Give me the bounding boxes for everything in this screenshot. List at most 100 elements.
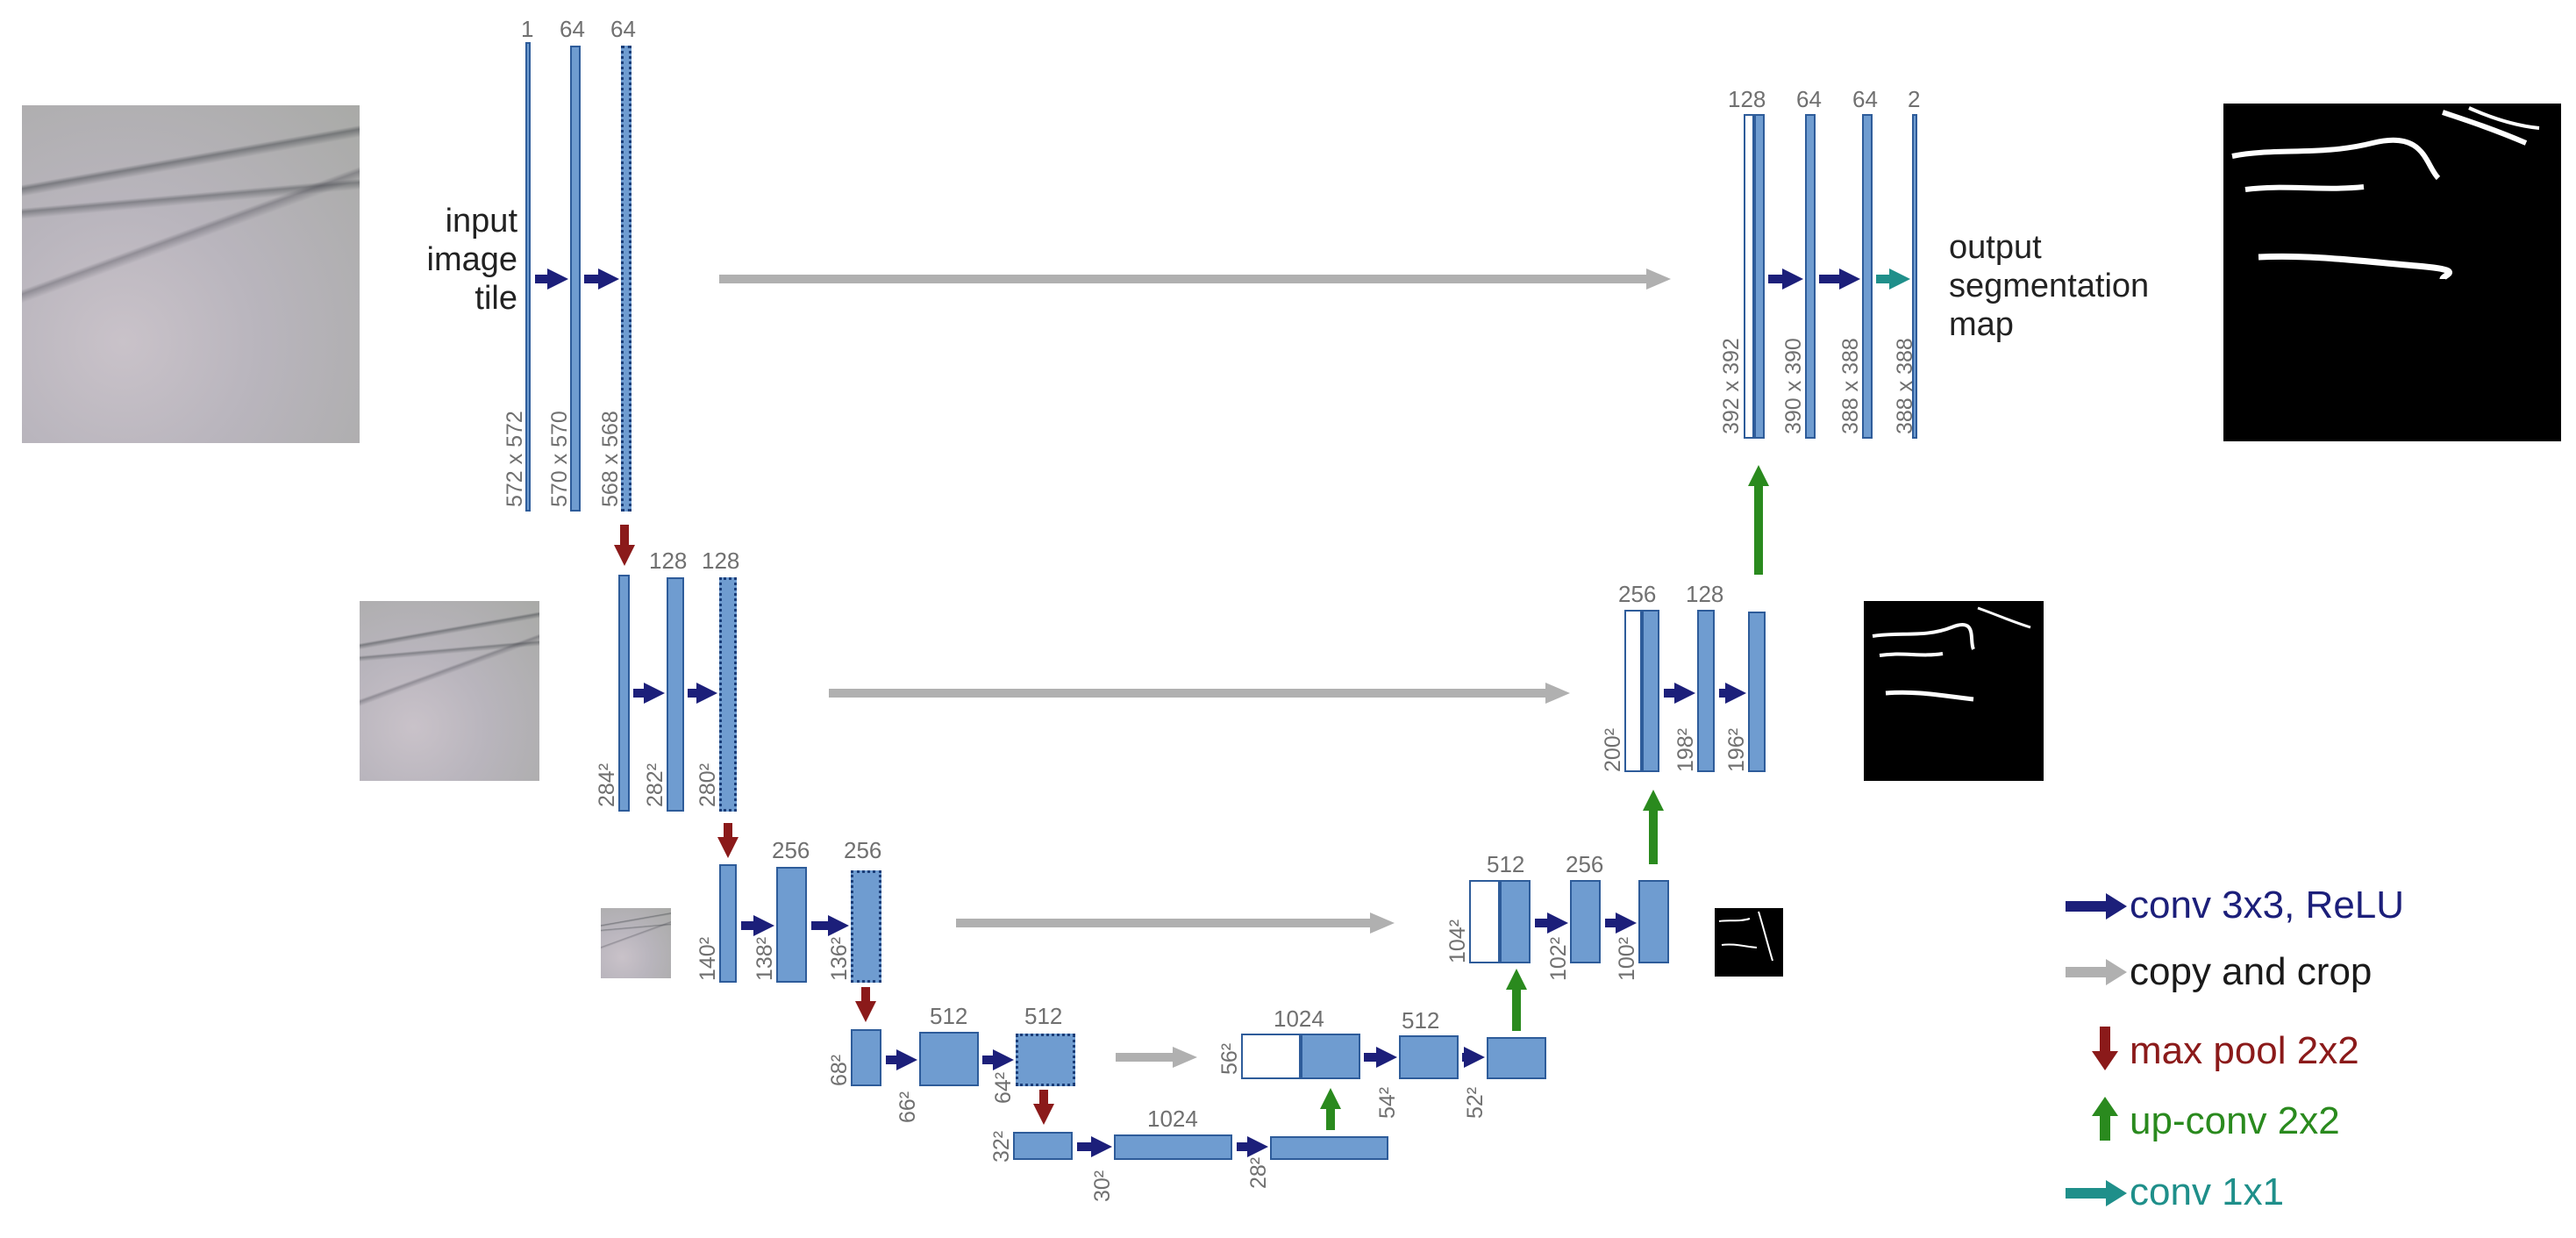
fmap-l1a bbox=[525, 42, 531, 512]
conv-arrow-l2-2 bbox=[688, 683, 717, 704]
dim-r3a: 104² bbox=[1445, 919, 1470, 963]
chan-l4b: 512 bbox=[930, 1003, 968, 1029]
conv-arrow-l3-1 bbox=[741, 915, 774, 936]
legend-upconv-icon bbox=[2092, 1097, 2118, 1141]
chan-l4c: 512 bbox=[1024, 1003, 1063, 1029]
legend-upconv-label: up-conv 2x2 bbox=[2130, 1099, 2340, 1142]
fmap-l5b bbox=[1114, 1134, 1232, 1160]
output-segmentation-map-label: output segmentation map bbox=[1949, 228, 2212, 344]
conv1x1-arrow bbox=[1876, 268, 1910, 290]
dim-l1c: 568 x 568 bbox=[598, 411, 623, 507]
output-segmentation-full bbox=[2223, 104, 2561, 441]
fmap-l5c bbox=[1270, 1136, 1388, 1160]
copy-arrow-l4 bbox=[1116, 1047, 1197, 1068]
fmap-r1c bbox=[1862, 114, 1873, 439]
fmap-l4a bbox=[851, 1029, 881, 1086]
copy-arrow-l2 bbox=[829, 683, 1570, 704]
chan-r3a: 512 bbox=[1487, 851, 1525, 877]
chan-r1d: 2 bbox=[1908, 86, 1921, 112]
input-label-line-1: input bbox=[445, 203, 517, 240]
dim-l3b: 138² bbox=[753, 936, 777, 981]
conv-arrow-r3-1 bbox=[1535, 912, 1568, 934]
dim-l4b: 66² bbox=[896, 1091, 920, 1123]
output-label-line-1: output bbox=[1949, 229, 2042, 266]
fmap-l3c bbox=[851, 870, 881, 983]
chan-r3b: 256 bbox=[1566, 851, 1604, 877]
fmap-l2c bbox=[719, 577, 737, 812]
fmap-r2a-copy bbox=[1624, 610, 1642, 772]
chan-l3c: 256 bbox=[844, 837, 882, 863]
chan-r1a: 128 bbox=[1728, 86, 1766, 112]
fmap-r2b bbox=[1697, 610, 1715, 772]
conv-arrow-l3-2 bbox=[811, 915, 849, 936]
dim-l4a: 68² bbox=[827, 1054, 852, 1086]
conv-arrow-l5-1 bbox=[1077, 1136, 1112, 1157]
chan-r4a: 1024 bbox=[1274, 1005, 1324, 1032]
chan-l2c: 128 bbox=[702, 547, 740, 574]
fmap-r1a bbox=[1754, 114, 1765, 439]
chan-l5b: 1024 bbox=[1147, 1106, 1198, 1132]
fmap-l2b bbox=[667, 577, 684, 812]
dim-l2b: 282² bbox=[643, 762, 667, 807]
input-image-full bbox=[22, 105, 360, 443]
copy-arrow-l1 bbox=[719, 268, 1671, 290]
output-segmentation-quarter bbox=[1715, 908, 1783, 977]
legend-copy-icon bbox=[2066, 959, 2127, 985]
fmap-l3a bbox=[719, 864, 737, 983]
dim-l1a: 572 x 572 bbox=[503, 411, 527, 507]
dim-r3c: 100² bbox=[1615, 936, 1639, 981]
dim-l2c: 280² bbox=[696, 762, 720, 807]
fmap-r1d bbox=[1912, 114, 1917, 439]
chan-r2a: 256 bbox=[1618, 581, 1657, 607]
dim-r1a: 392 x 392 bbox=[1719, 338, 1744, 434]
dim-r1d: 388 x 388 bbox=[1893, 338, 1917, 434]
upconv-arrow-1 bbox=[1320, 1088, 1341, 1130]
fmap-r1b bbox=[1805, 114, 1816, 439]
fmap-l4b bbox=[919, 1032, 979, 1086]
output-segmentation-half bbox=[1864, 601, 2044, 781]
conv-arrow-l4-1 bbox=[886, 1049, 917, 1070]
dim-r2b: 198² bbox=[1673, 727, 1698, 772]
fmap-r4a bbox=[1301, 1034, 1360, 1079]
chan-l1c: 64 bbox=[610, 16, 636, 42]
dim-l2a: 284² bbox=[595, 762, 619, 807]
conv-arrow-l2-1 bbox=[633, 683, 665, 704]
conv-arrow-r3-2 bbox=[1605, 912, 1637, 934]
fmap-r2a bbox=[1642, 610, 1659, 772]
conv-arrow-l4-2 bbox=[982, 1049, 1014, 1070]
legend-pool-icon bbox=[2092, 1027, 2118, 1070]
dim-r1b: 390 x 390 bbox=[1781, 338, 1806, 434]
input-label-line-3: tile bbox=[475, 280, 517, 317]
dim-r4a: 56² bbox=[1217, 1042, 1242, 1075]
fmap-l1c bbox=[621, 46, 632, 512]
chan-l2b: 128 bbox=[649, 547, 688, 574]
conv-arrow-r2-2 bbox=[1719, 683, 1746, 704]
fmap-r3a bbox=[1500, 880, 1531, 963]
fmap-l1b bbox=[570, 46, 581, 512]
pool-arrow-4 bbox=[1033, 1090, 1054, 1125]
fmap-l4c bbox=[1016, 1034, 1075, 1086]
chan-l1a: 1 bbox=[521, 16, 534, 42]
conv-arrow-l1-2 bbox=[584, 268, 619, 290]
output-label-line-2: segmentation bbox=[1949, 268, 2150, 304]
chan-r4b: 512 bbox=[1402, 1007, 1440, 1034]
chan-l3b: 256 bbox=[772, 837, 810, 863]
dim-l5a: 32² bbox=[989, 1130, 1014, 1163]
conv-arrow-r2-1 bbox=[1664, 683, 1695, 704]
fmap-r2c bbox=[1748, 612, 1766, 772]
fmap-r3c bbox=[1638, 880, 1669, 963]
fmap-l5a bbox=[1013, 1132, 1073, 1160]
dim-l3c: 136² bbox=[827, 936, 852, 981]
conv-arrow-r4-2 bbox=[1462, 1047, 1485, 1068]
conv-arrow-r1-1 bbox=[1768, 268, 1803, 290]
legend-conv1x1-label: conv 1x1 bbox=[2130, 1170, 2285, 1213]
dim-l3a: 140² bbox=[696, 936, 720, 981]
dim-r4b: 54² bbox=[1375, 1086, 1400, 1119]
output-label-line-3: map bbox=[1949, 306, 2014, 343]
pool-arrow-2 bbox=[717, 823, 739, 858]
conv-arrow-r1-2 bbox=[1819, 268, 1860, 290]
dim-l1b: 570 x 570 bbox=[547, 411, 572, 507]
legend-conv-label: conv 3x3, ReLU bbox=[2130, 884, 2405, 927]
chan-r1b: 64 bbox=[1796, 86, 1822, 112]
input-image-quarter bbox=[601, 908, 671, 978]
